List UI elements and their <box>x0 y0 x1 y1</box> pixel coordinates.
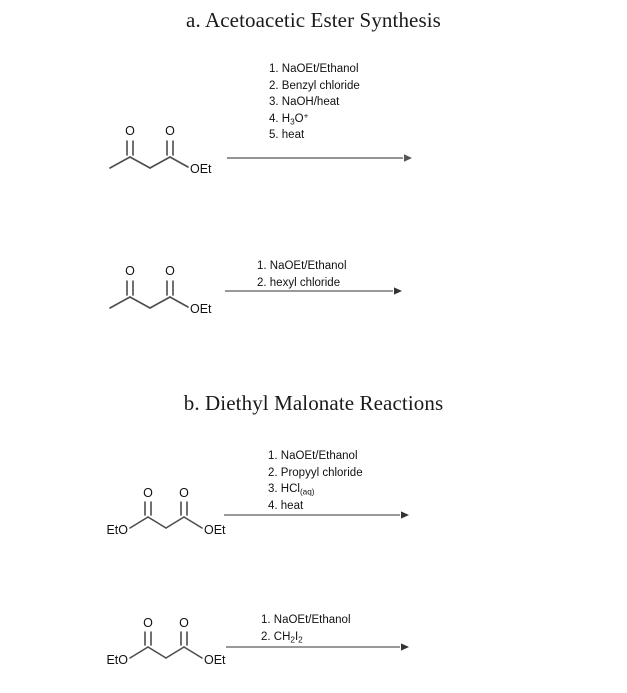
atom-label-ethoxy-left: EtO <box>106 523 128 537</box>
reagent-line: 2. CH2I2 <box>261 630 303 644</box>
reagent-line: 3. NaOH/heat <box>269 96 340 108</box>
reaction-arrow-4 <box>226 641 410 653</box>
reagent-line: 1. NaOEt/Ethanol <box>261 614 351 626</box>
reagent-list-1: 1. NaOEt/Ethanol 2. Benzyl chloride 3. N… <box>269 61 360 144</box>
reagent-list-4: 1. NaOEt/Ethanol 2. CH2I2 <box>261 612 351 645</box>
structure-ethyl-acetoacetate-1: O O OEt <box>104 116 214 178</box>
atom-label-ethoxy-right: OEt <box>190 302 212 316</box>
reagent-line: 2. hexyl chloride <box>257 276 341 289</box>
reagent-list-3: 1. NaOEt/Ethanol 2. Propyyl chloride 3. … <box>268 448 363 514</box>
atom-label-oxygen-ester-left: O <box>143 616 153 630</box>
atom-label-oxygen-ester: O <box>165 264 175 278</box>
atom-label-oxygen-ester-left: O <box>143 486 153 500</box>
reagent-line: 4. heat <box>268 499 304 512</box>
reagent-line: 1. NaOEt/Ethanol <box>269 63 359 75</box>
atom-label-ethoxy-right: OEt <box>204 653 226 667</box>
reagent-line: 1. NaOEt/Ethanol <box>268 450 358 462</box>
reagent-line: 1. NaOEt/Ethanol <box>257 260 347 272</box>
atom-label-oxygen-ester: O <box>165 124 175 138</box>
reagent-line: 2. Propyyl chloride <box>268 466 363 479</box>
atom-label-oxygen-ester-right: O <box>179 616 189 630</box>
reagent-list-2: 1. NaOEt/Ethanol 2. hexyl chloride <box>257 258 347 291</box>
atom-label-oxygen-ketone: O <box>125 124 135 138</box>
reagent-line: 5. heat <box>269 129 305 141</box>
section-heading-a: a. Acetoacetic Ester Synthesis <box>186 8 441 32</box>
section-heading-b: b. Diethyl Malonate Reactions <box>183 391 444 415</box>
reaction-arrow-3 <box>224 509 410 521</box>
atom-label-ethoxy-right: OEt <box>204 523 226 537</box>
structure-ethyl-acetoacetate-2: O O OEt <box>104 256 214 318</box>
structure-diethyl-malonate-2: O O EtO OEt <box>100 613 228 669</box>
reagent-line: 3. HCl(aq) <box>268 483 315 497</box>
reagent-line: 4. H3O+ <box>269 111 309 126</box>
atom-label-ethoxy-right: OEt <box>190 162 212 176</box>
reagent-line: 2. Benzyl chloride <box>269 79 360 92</box>
reaction-arrow-2 <box>225 285 403 297</box>
reaction-arrow-1 <box>227 152 413 164</box>
structure-diethyl-malonate-1: O O EtO OEt <box>100 483 228 539</box>
atom-label-oxygen-ketone: O <box>125 264 135 278</box>
atom-label-oxygen-ester-right: O <box>179 486 189 500</box>
atom-label-ethoxy-left: EtO <box>106 653 128 667</box>
